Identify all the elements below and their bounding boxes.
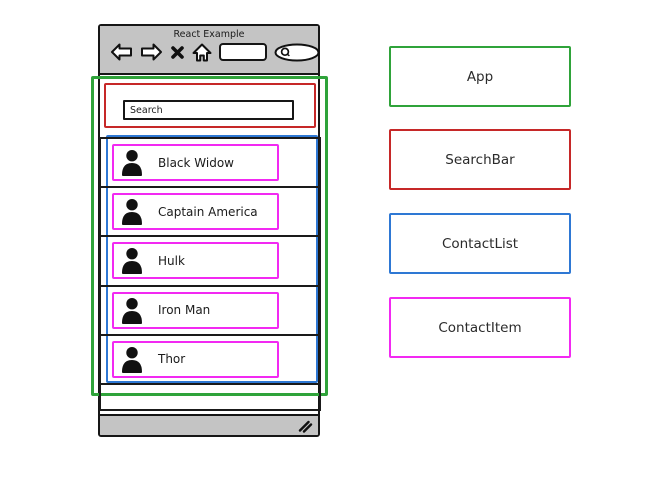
app-component-outline: [91, 76, 328, 396]
legend-searchbar-label: SearchBar: [445, 151, 515, 168]
forward-icon[interactable]: [140, 42, 163, 62]
contact-name: Iron Man: [158, 303, 211, 318]
legend-searchbar: SearchBar: [389, 129, 571, 190]
list-item[interactable]: Iron Man: [101, 284, 319, 334]
contact-name: Thor: [158, 352, 186, 367]
empty-list-row: [101, 382, 319, 409]
legend-contactitem-label: ContactItem: [438, 319, 522, 336]
search-input[interactable]: [123, 100, 294, 120]
legend-app-label: App: [466, 68, 494, 85]
contact-item[interactable]: Black Widow: [112, 144, 279, 182]
list-item[interactable]: Thor: [101, 333, 319, 383]
browser-header: React Example: [100, 26, 320, 75]
close-icon[interactable]: [170, 45, 185, 60]
person-icon: [122, 297, 142, 324]
legend-contactitem: ContactItem: [389, 297, 571, 358]
searchbar-component-outline: [104, 83, 316, 128]
address-bar[interactable]: [219, 43, 267, 61]
browser-title: React Example: [173, 29, 245, 40]
legend-contactlist-label: ContactList: [441, 235, 519, 252]
list-item[interactable]: Hulk: [101, 235, 319, 284]
contact-name: Captain America: [158, 204, 258, 219]
legend-app: App: [389, 46, 571, 107]
home-icon[interactable]: [192, 43, 212, 62]
contact-list: Black Widow Captain America Hulk: [99, 137, 321, 411]
person-icon: [122, 248, 142, 275]
browser-status-bar: [100, 414, 318, 435]
resize-handle-icon[interactable]: [297, 419, 313, 433]
list-item[interactable]: Black Widow: [101, 137, 319, 186]
contact-item[interactable]: Hulk: [112, 242, 279, 280]
contact-name: Hulk: [158, 253, 185, 268]
browser-toolbar: [100, 40, 320, 62]
list-item[interactable]: Captain America: [101, 186, 319, 235]
contact-item[interactable]: Iron Man: [112, 291, 279, 329]
browser-search-icon[interactable]: [274, 43, 320, 62]
back-icon[interactable]: [110, 42, 133, 62]
legend-contactlist: ContactList: [389, 213, 571, 274]
person-icon: [122, 199, 142, 226]
person-icon: [122, 150, 142, 177]
contactlist-component-outline: [106, 135, 318, 383]
contact-name: Black Widow: [158, 155, 234, 170]
person-icon: [122, 346, 142, 373]
contact-item[interactable]: Captain America: [112, 193, 279, 231]
contact-item[interactable]: Thor: [112, 340, 279, 378]
